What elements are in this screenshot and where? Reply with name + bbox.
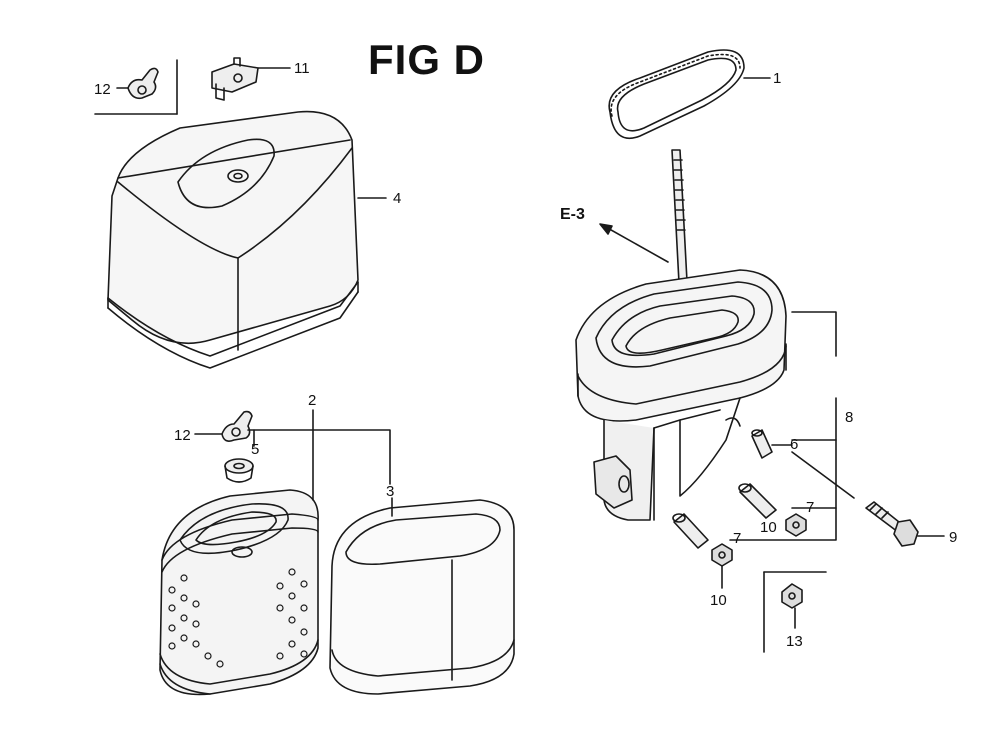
part-8-air-cleaner-case [576,150,786,520]
callout-10-upper: 10 [760,519,777,536]
part-4-cover [108,112,358,368]
cross-reference-label: E-3 [560,206,585,223]
callout-8: 8 [845,409,854,426]
e3-reference-arrow [600,224,668,262]
part-12-wing-nut-top [128,68,158,98]
part-11-clip [212,58,258,100]
part-5-grommet [225,459,253,482]
callout-7-lower: 7 [733,530,742,547]
callout-5: 5 [251,441,260,458]
callout-7-upper: 7 [806,499,815,516]
part-12-wing-nut-bottom [222,412,252,442]
part-12-box-frame [95,60,177,114]
part-1-gasket [609,50,744,138]
part-7-pin-upper [739,484,776,518]
figure-title: FIG D [368,36,485,83]
part-2-filter-element [160,490,318,695]
part-9-bolt [866,502,918,546]
part-10-nut-lower [712,544,732,566]
callout-13: 13 [786,633,803,650]
part-3-foam-precleaner [330,500,514,694]
callout-1: 1 [773,70,782,87]
leader-6-bolt [792,452,854,498]
part-6-pin [752,430,772,458]
callout-11: 11 [294,60,310,77]
callout-10-lower: 10 [710,592,727,609]
leader-8-bracket [730,312,836,540]
leader-5-3 [248,430,390,484]
callout-4: 4 [393,190,402,207]
part-13-nut [782,584,802,608]
callout-6: 6 [790,436,799,453]
callout-12-lower: 12 [174,427,191,444]
filter-perforations [169,569,307,667]
callout-2: 2 [308,392,317,409]
callout-3: 3 [386,483,395,500]
callout-9: 9 [949,529,958,546]
part-7-pin-lower [673,514,708,548]
part-13-box-frame [764,572,826,652]
callout-12-upper: 12 [94,81,111,98]
part-10-nut-upper [786,514,806,536]
